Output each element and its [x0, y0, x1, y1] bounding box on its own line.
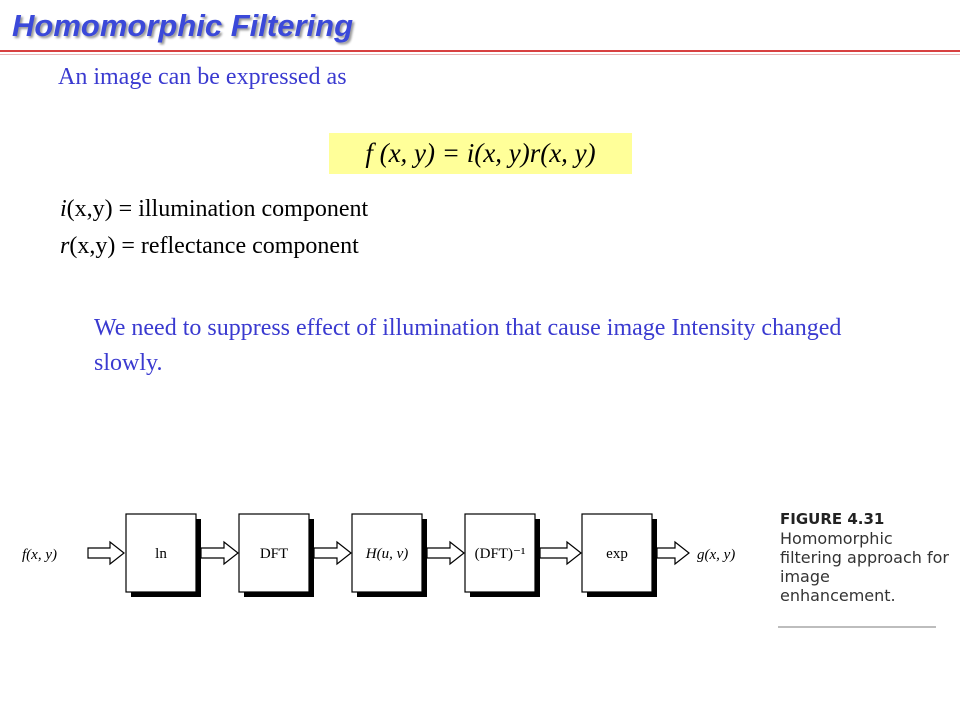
image-model-equation: f (x, y) = i(x, y)r(x, y) — [329, 133, 632, 174]
diagram-output-label: g(x, y) — [697, 547, 735, 563]
block-ln-label: ln — [155, 546, 167, 562]
diagram-blocks: ln DFT H(u, v) (DFT)⁻¹ exp — [125, 513, 657, 597]
arrow-input — [87, 540, 125, 566]
definition-reflectance: r(x,y) = reflectance component — [60, 233, 359, 260]
diagram-arrows — [87, 540, 690, 566]
block-exp-label: exp — [606, 546, 628, 562]
block-dft-label: DFT — [260, 546, 288, 562]
intro-text: An image can be expressed as — [58, 64, 347, 90]
definition-vars: (x,y) — [66, 196, 113, 222]
figure-caption: FIGURE 4.31 Homomorphic filtering approa… — [780, 510, 950, 605]
block-filter — [351, 513, 423, 593]
definition-symbol: r — [60, 233, 70, 259]
block-exp — [581, 513, 653, 593]
block-idft — [464, 513, 536, 593]
arrow-4 — [539, 540, 582, 566]
title-rule — [0, 50, 960, 52]
homomorphic-filter-diagram: f(x, y) ln DFT H(u, v) (DFT)⁻¹ — [22, 513, 735, 597]
figure-caption-text: Homomorphic filtering approach for image… — [780, 529, 950, 605]
arrow-2 — [313, 540, 352, 566]
arrow-3 — [426, 540, 465, 566]
caption-rule — [778, 626, 936, 628]
block-filter-label: H(u, v) — [365, 546, 408, 562]
note-text: We need to suppress effect of illuminati… — [94, 315, 842, 376]
definition-vars: (x,y) — [69, 233, 116, 259]
definition-symbol: i — [60, 196, 67, 222]
figure-number: FIGURE 4.31 — [780, 510, 885, 528]
arrow-output — [656, 540, 690, 566]
definition-desc: = reflectance component — [115, 233, 359, 259]
title-rule-shadow — [0, 54, 960, 55]
diagram-input-label: f(x, y) — [22, 547, 57, 563]
definition-illumination: i(x,y) = illumination component — [60, 196, 368, 223]
block-dft — [238, 513, 310, 593]
slide-title: Homomorphic Filtering — [12, 8, 353, 43]
block-ln — [125, 513, 197, 593]
block-idft-label: (DFT)⁻¹ — [475, 546, 526, 562]
arrow-1 — [200, 540, 239, 566]
definition-desc: = illumination component — [112, 196, 369, 222]
equation-text: f (x, y) = i(x, y)r(x, y) — [365, 138, 596, 168]
